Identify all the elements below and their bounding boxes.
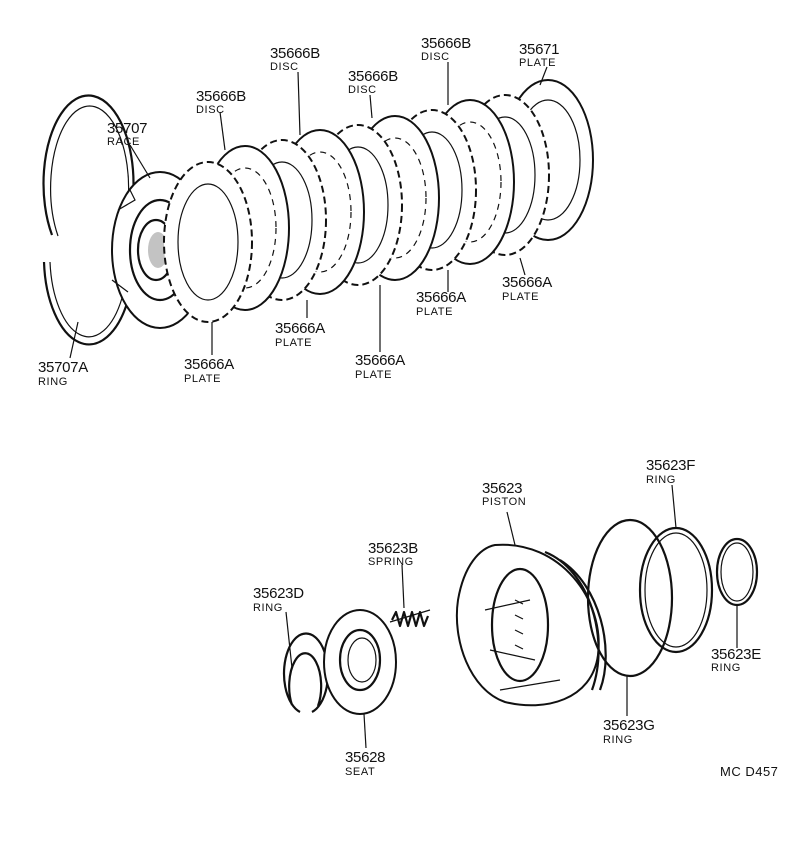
svg-text:PLATE: PLATE	[275, 337, 312, 349]
label-35666A-5[interactable]: 35666A PLATE	[502, 274, 553, 303]
label-35707A[interactable]: 35707A RING	[38, 359, 89, 388]
svg-text:RACE: RACE	[107, 136, 140, 148]
svg-text:RING: RING	[38, 376, 68, 388]
label-35666A-4[interactable]: 35666A PLATE	[416, 289, 467, 318]
piston-35623[interactable]	[455, 543, 607, 707]
svg-text:DISC: DISC	[270, 61, 299, 73]
label-35666B-3[interactable]: 35666B DISC	[348, 68, 399, 96]
svg-text:35666A: 35666A	[416, 289, 466, 306]
svg-text:SPRING: SPRING	[368, 556, 414, 568]
svg-text:35623E: 35623E	[711, 646, 761, 663]
svg-text:DISC: DISC	[421, 51, 450, 63]
label-35628[interactable]: 35628 SEAT	[345, 749, 386, 778]
label-35666A-3[interactable]: 35666A PLATE	[355, 352, 406, 381]
snap-ring-35623D[interactable]	[282, 632, 330, 713]
svg-text:35623D: 35623D	[253, 585, 304, 602]
plate-35666A-1[interactable]	[163, 161, 253, 323]
o-ring-35623G[interactable]	[586, 518, 674, 678]
svg-text:DISC: DISC	[348, 84, 377, 96]
svg-text:35628: 35628	[345, 749, 385, 766]
o-ring-35623E[interactable]	[715, 537, 759, 607]
svg-text:35623: 35623	[482, 480, 522, 497]
leader-lines	[69, 62, 738, 749]
diagram-code: MC D457	[720, 764, 778, 779]
svg-text:35623F: 35623F	[646, 457, 695, 474]
o-ring-35623F[interactable]	[638, 526, 714, 654]
label-35623G[interactable]: 35623G RING	[603, 717, 655, 746]
clutch-plates-stack	[163, 79, 594, 323]
svg-text:RING: RING	[646, 474, 676, 486]
piston-assembly	[282, 518, 759, 715]
svg-text:35666B: 35666B	[421, 35, 471, 52]
svg-text:RING: RING	[711, 662, 741, 674]
label-35623F[interactable]: 35623F RING	[646, 457, 696, 486]
svg-text:DISC: DISC	[196, 104, 225, 116]
label-35707[interactable]: 35707 RACE	[107, 120, 148, 148]
label-35666B-1[interactable]: 35666B DISC	[196, 88, 247, 116]
svg-text:PLATE: PLATE	[416, 306, 453, 318]
svg-text:PLATE: PLATE	[184, 373, 221, 385]
svg-text:35666B: 35666B	[196, 88, 246, 105]
label-35671[interactable]: 35671 PLATE	[519, 41, 560, 69]
svg-text:35623B: 35623B	[368, 540, 418, 557]
svg-text:35707A: 35707A	[38, 359, 88, 376]
label-35666B-2[interactable]: 35666B DISC	[270, 45, 321, 73]
label-35623[interactable]: 35623 PISTON	[482, 480, 526, 508]
svg-text:RING: RING	[253, 602, 283, 614]
svg-text:RING: RING	[603, 734, 633, 746]
svg-text:35666A: 35666A	[275, 320, 325, 337]
svg-text:35623G: 35623G	[603, 717, 655, 734]
svg-text:35666A: 35666A	[502, 274, 552, 291]
svg-text:SEAT: SEAT	[345, 766, 375, 778]
svg-text:35666A: 35666A	[184, 356, 234, 373]
svg-text:PLATE: PLATE	[519, 57, 556, 69]
spring-35623B[interactable]	[389, 609, 431, 628]
svg-text:35666B: 35666B	[348, 68, 398, 85]
label-35623B[interactable]: 35623B SPRING	[368, 540, 419, 568]
svg-text:PISTON: PISTON	[482, 496, 526, 508]
clutch-pack-assembly	[42, 79, 594, 346]
label-35623E[interactable]: 35623E RING	[711, 646, 762, 674]
label-35666A-2[interactable]: 35666A PLATE	[275, 320, 326, 349]
part-labels: 35707A RING 35707 RACE 35666B DISC 35666…	[38, 35, 762, 778]
label-35623D[interactable]: 35623D RING	[253, 585, 305, 614]
svg-text:35666B: 35666B	[270, 45, 320, 62]
svg-text:35707: 35707	[107, 120, 147, 137]
svg-text:PLATE: PLATE	[502, 291, 539, 303]
svg-text:35666A: 35666A	[355, 352, 405, 369]
seat-35628[interactable]	[323, 609, 397, 715]
svg-text:PLATE: PLATE	[355, 369, 392, 381]
label-35666A-1[interactable]: 35666A PLATE	[184, 356, 235, 385]
svg-text:35671: 35671	[519, 41, 559, 58]
label-35666B-4[interactable]: 35666B DISC	[421, 35, 472, 63]
